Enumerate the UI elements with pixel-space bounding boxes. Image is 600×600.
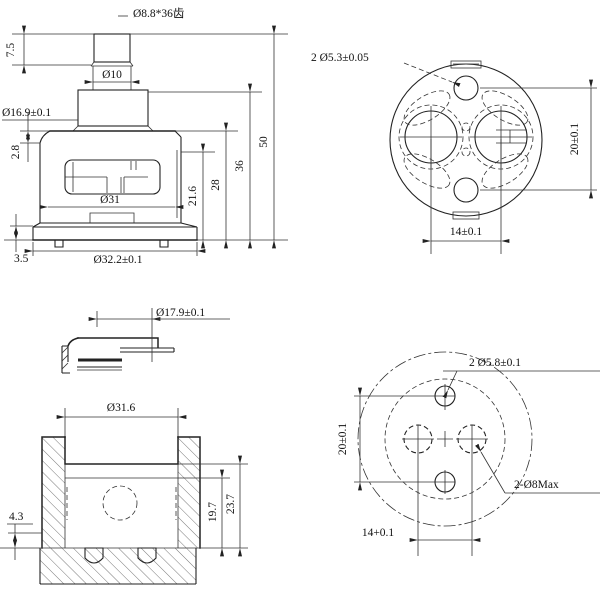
foot-notch: [84, 547, 104, 564]
bottom-view-dimensions: 2 Ø5.8±0.1 2-Ø8Max 20±0.1 14+0.1: [337, 357, 600, 556]
dim-top-horizontal-pitch: 14±0.1: [450, 226, 482, 238]
dim-bore-diameter: Ø31.6: [107, 402, 136, 414]
dim-knurl-diameter: Ø16.9±0.1: [2, 107, 51, 119]
outer-profile-circle: [389, 63, 543, 217]
dim-top-vertical-pitch: 20±0.1: [569, 123, 581, 155]
cap-profile: [61, 337, 175, 374]
side-dimensions: Ø8.8*36齿 7.5 Ø10 Ø16.9±0.1 2.8 Ø31 3.5 Ø…: [2, 7, 288, 266]
dim-body-diameter: Ø31: [100, 194, 120, 206]
outer-dashed-circle: [357, 351, 533, 527]
dim-spline-height: 7.5: [5, 43, 17, 58]
knurled-collar: [72, 89, 154, 132]
dim-base-diameter: Ø32.2±0.1: [93, 254, 142, 266]
dim-bottom-small-holes: 2 Ø5.8±0.1: [469, 357, 521, 369]
dim-depth-outer: 23.7: [225, 494, 237, 514]
housing-section: [0, 436, 248, 585]
dim-height-flange: 28: [210, 179, 222, 191]
dim-flange-thickness: 2.8: [10, 145, 22, 160]
dim-max-holes: 2-Ø8Max: [514, 479, 559, 491]
bottom-tab: [452, 211, 480, 220]
dim-spline-spec: Ø8.8*36齿: [133, 7, 184, 20]
dim-depth-inner: 19.7: [207, 502, 219, 522]
bore-dimension: Ø31.6: [56, 402, 187, 437]
wing-cutouts: [403, 90, 529, 189]
dim-top-small-holes: 2 Ø5.3±0.05: [311, 52, 369, 64]
foot-notch: [137, 547, 157, 564]
bottom-locating-hole: [453, 177, 479, 203]
inner-dashed-circle: [384, 378, 506, 500]
cartridge-body: [32, 130, 198, 248]
spline-stem: [90, 33, 134, 90]
dim-stem-diameter: Ø10: [102, 69, 122, 81]
dim-height-shoulder: 21.6: [187, 186, 199, 206]
cap-depth-dimensions: 4.3 19.7 23.7: [7, 455, 248, 560]
dim-height-total: 50: [258, 136, 270, 148]
dim-cap-diameter: Ø17.9±0.1: [156, 307, 205, 319]
cap-section-view: Ø17.9±0.1 Ø31.6 4.3: [0, 307, 248, 585]
dim-height-knurl: 36: [234, 160, 246, 172]
dim-base-thickness: 3.5: [14, 253, 29, 265]
dim-foot-height: 4.3: [9, 511, 24, 523]
dim-bottom-vertical-pitch: 20±0.1: [337, 423, 349, 455]
hidden-bore-circle: [102, 485, 138, 521]
dim-bottom-horizontal-pitch: 14+0.1: [362, 527, 395, 539]
top-view-dimensions: 2 Ø5.3±0.05 20±0.1 14±0.1: [311, 52, 597, 254]
top-circular-view: 2 Ø5.3±0.05 20±0.1 14±0.1: [311, 52, 597, 254]
bottom-circular-view: 2 Ø5.8±0.1 2-Ø8Max 20±0.1 14+0.1: [337, 351, 600, 556]
side-section-view: Ø8.8*36齿 7.5 Ø10 Ø16.9±0.1 2.8 Ø31 3.5 Ø…: [2, 7, 288, 266]
cap-dimension: Ø17.9±0.1: [88, 307, 230, 362]
top-tab: [450, 60, 482, 69]
top-locating-hole: [453, 75, 479, 101]
